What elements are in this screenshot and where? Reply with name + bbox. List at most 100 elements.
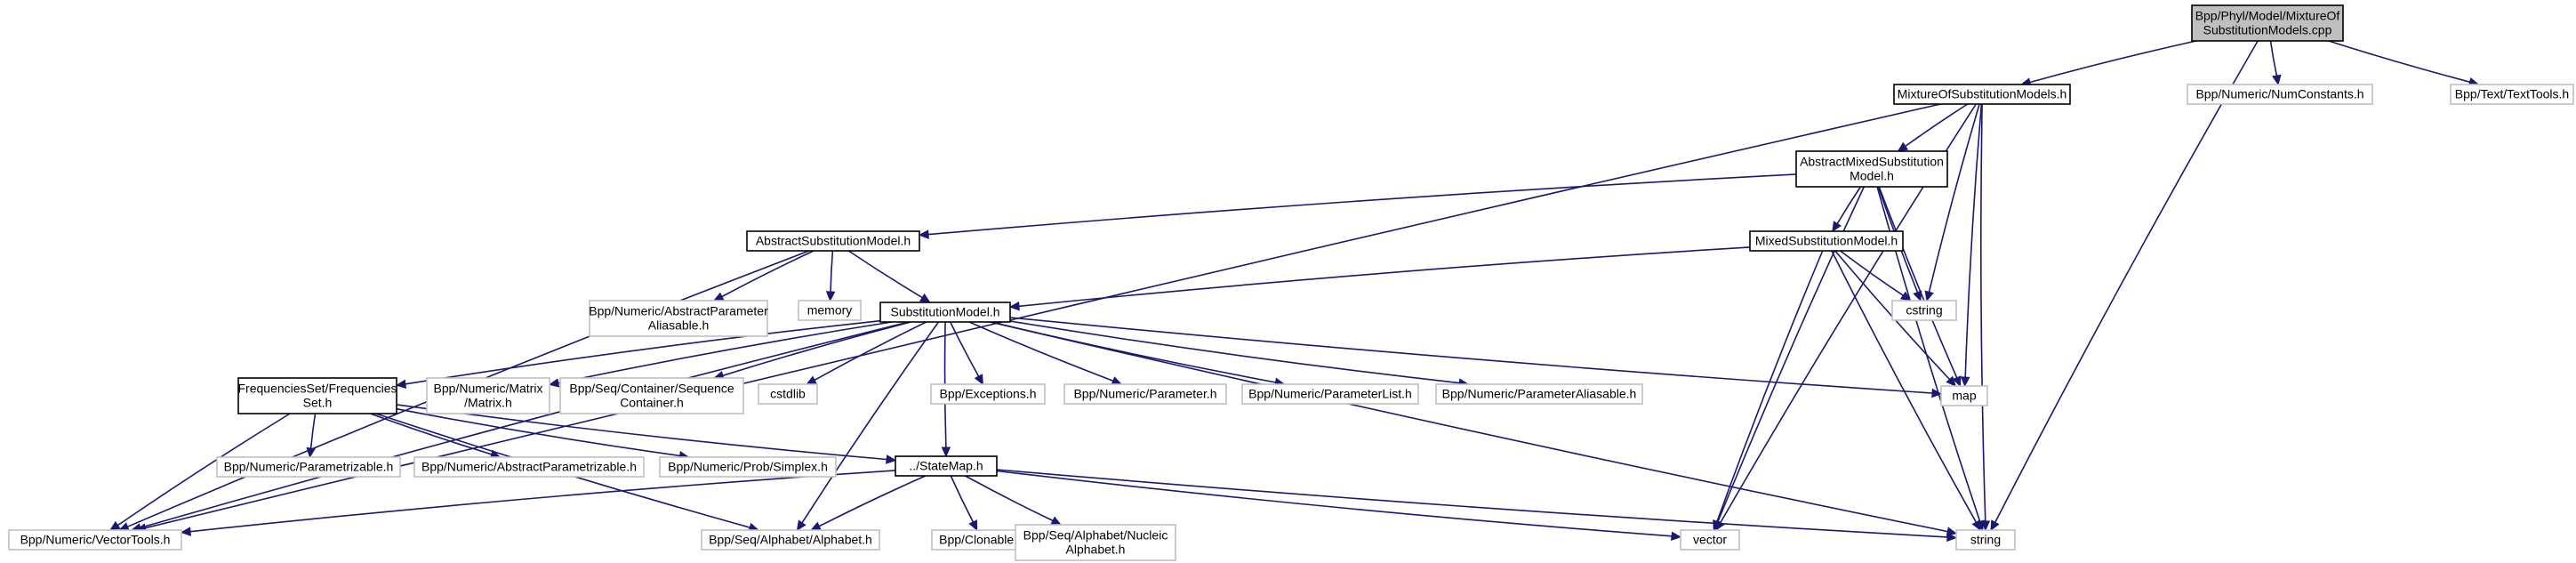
edge-line	[396, 407, 680, 457]
edge-root-to-string	[1990, 40, 2259, 532]
node-label: FrequenciesSet/Frequencies	[238, 382, 397, 396]
node-abssubst[interactable]: AbstractSubstitutionModel.h	[746, 230, 920, 252]
node-label: string	[1970, 533, 2001, 547]
node-label: cstdlib	[770, 387, 806, 401]
edge-statemap-to-string	[996, 469, 1958, 543]
node-map: map	[1940, 385, 1988, 406]
edge-statemap-to-alphabet	[810, 475, 927, 531]
graph-nodes: Bpp/Phyl/Model/MixtureOfSubstitutionMode…	[8, 4, 2574, 561]
node-label: Bpp/Numeric/NumConstants.h	[2195, 87, 2363, 101]
node-label: AbstractSubstitutionModel.h	[756, 234, 911, 248]
arrowhead-icon	[810, 521, 822, 531]
edge-abssubst-to-memory	[825, 250, 836, 302]
edge-substmodel-to-paramalias	[1009, 320, 1470, 388]
arrowhead-icon	[919, 293, 931, 303]
node-label: cstring	[1906, 303, 1942, 318]
arrowhead-icon	[1924, 290, 1934, 302]
node-box	[701, 529, 880, 551]
edge-line	[1009, 320, 1460, 384]
node-box	[413, 456, 645, 478]
node-label: Bpp/Numeric/ParameterAliasable.h	[1442, 387, 1637, 401]
node-label: memory	[807, 303, 853, 318]
edge-mixedsubst-to-string	[1831, 250, 1981, 532]
edge-line	[1878, 186, 1958, 379]
node-root[interactable]: Bpp/Phyl/Model/MixtureOfSubstitutionMode…	[2191, 4, 2344, 42]
node-box	[237, 377, 397, 414]
node-label: vector	[1693, 533, 1727, 547]
edge-absmixed-to-abssubst	[918, 173, 1797, 239]
edge-mixedsubst-to-substmodel	[1008, 246, 1751, 311]
edge-substmodel-to-vectortools	[130, 321, 910, 533]
edge-line	[968, 321, 1114, 382]
node-texttools: Bpp/Text/TextTools.h	[2450, 84, 2574, 105]
edge-statemap-to-vector	[996, 470, 1682, 542]
arrowhead-icon	[1946, 375, 1957, 387]
arrowhead-icon	[2272, 74, 2282, 86]
node-freqset[interactable]: FrequenciesSet/FrequenciesSet.h	[237, 377, 397, 414]
arrowhead-icon	[1671, 531, 1682, 542]
node-exceptions: Bpp/Exceptions.h	[930, 383, 1046, 405]
edge-root-to-mixture	[2019, 40, 2196, 87]
arrowhead-icon	[918, 229, 929, 239]
edge-line	[116, 413, 291, 527]
arrowhead-icon	[180, 527, 191, 536]
edge-mixture-to-cstring	[1924, 103, 1980, 302]
node-memory: memory	[798, 300, 862, 321]
arrowhead-icon	[968, 519, 978, 532]
node-box	[746, 230, 920, 252]
node-cstdlib: cstdlib	[758, 383, 818, 405]
edge-substmodel-to-map	[1009, 317, 1943, 398]
edge-line	[814, 321, 927, 382]
arrowhead-icon	[1050, 516, 1062, 526]
arrowhead-icon	[1008, 301, 1020, 311]
edge-line	[1979, 103, 1986, 522]
node-cstring: cstring	[1891, 300, 1957, 321]
node-label: Bpp/Exceptions.h	[940, 387, 1037, 401]
node-box	[589, 300, 768, 337]
edge-statemap-to-vectortools	[180, 470, 896, 536]
edge-line	[818, 475, 927, 527]
node-label: Bpp/Numeric/VectorTools.h	[20, 533, 171, 547]
arrowhead-icon	[1897, 141, 1909, 152]
node-box	[2450, 84, 2574, 105]
arrowhead-icon	[1913, 290, 1922, 302]
edge-line	[1905, 103, 1969, 148]
edge-substmodel-to-alphabet	[796, 321, 940, 532]
edge-statemap-to-nucalpha	[965, 475, 1062, 526]
edge-mixture-to-absmixed	[1897, 103, 1969, 152]
node-statemap[interactable]: ../StateMap.h	[895, 455, 998, 477]
node-box	[1795, 150, 1948, 188]
node-label: Model.h	[1850, 169, 1894, 183]
node-substmodel[interactable]: SubstitutionModel.h	[879, 302, 1011, 323]
node-mixedsubst[interactable]: MixedSubstitutionModel.h	[1749, 230, 1904, 252]
edge-mixedsubst-to-cstring	[1840, 250, 1912, 302]
node-label: Bpp/Numeric/Prob/Simplex.h	[668, 460, 828, 474]
node-label: Bpp/Clonable.h	[939, 533, 1024, 547]
node-label: MixedSubstitutionModel.h	[1755, 234, 1898, 248]
arrowhead-icon	[974, 374, 983, 386]
node-numconst: Bpp/Numeric/NumConstants.h	[2187, 84, 2373, 105]
node-parametrizable: Bpp/Numeric/Parametrizable.h	[216, 456, 401, 478]
edge-line	[991, 321, 1276, 383]
node-clonable: Bpp/Clonable.h	[931, 529, 1032, 551]
arrowhead-icon	[886, 454, 897, 464]
node-mixture[interactable]: MixtureOfSubstitutionModels.h	[1893, 84, 2071, 105]
node-vector: vector	[1680, 529, 1740, 551]
edge-mixture-to-string	[1979, 103, 1991, 532]
edge-line	[140, 321, 910, 529]
node-box	[1940, 385, 1988, 406]
edge-line	[721, 250, 815, 298]
node-label: Bpp/Numeric/AbstractParametrizable.h	[421, 460, 637, 474]
node-label: Bpp/Phyl/Model/MixtureOf	[2195, 9, 2340, 23]
node-label: Bpp/Numeric/ParameterList.h	[1248, 387, 1412, 401]
arrowhead-icon	[108, 520, 121, 531]
node-box	[8, 529, 182, 551]
arrowhead-icon	[825, 291, 836, 302]
node-label: Bpp/Seq/Alphabet/Alphabet.h	[709, 533, 872, 547]
node-vectortools: Bpp/Numeric/VectorTools.h	[8, 529, 182, 551]
arrowhead-icon	[1960, 376, 1970, 388]
node-parameter: Bpp/Numeric/Parameter.h	[1063, 383, 1227, 405]
